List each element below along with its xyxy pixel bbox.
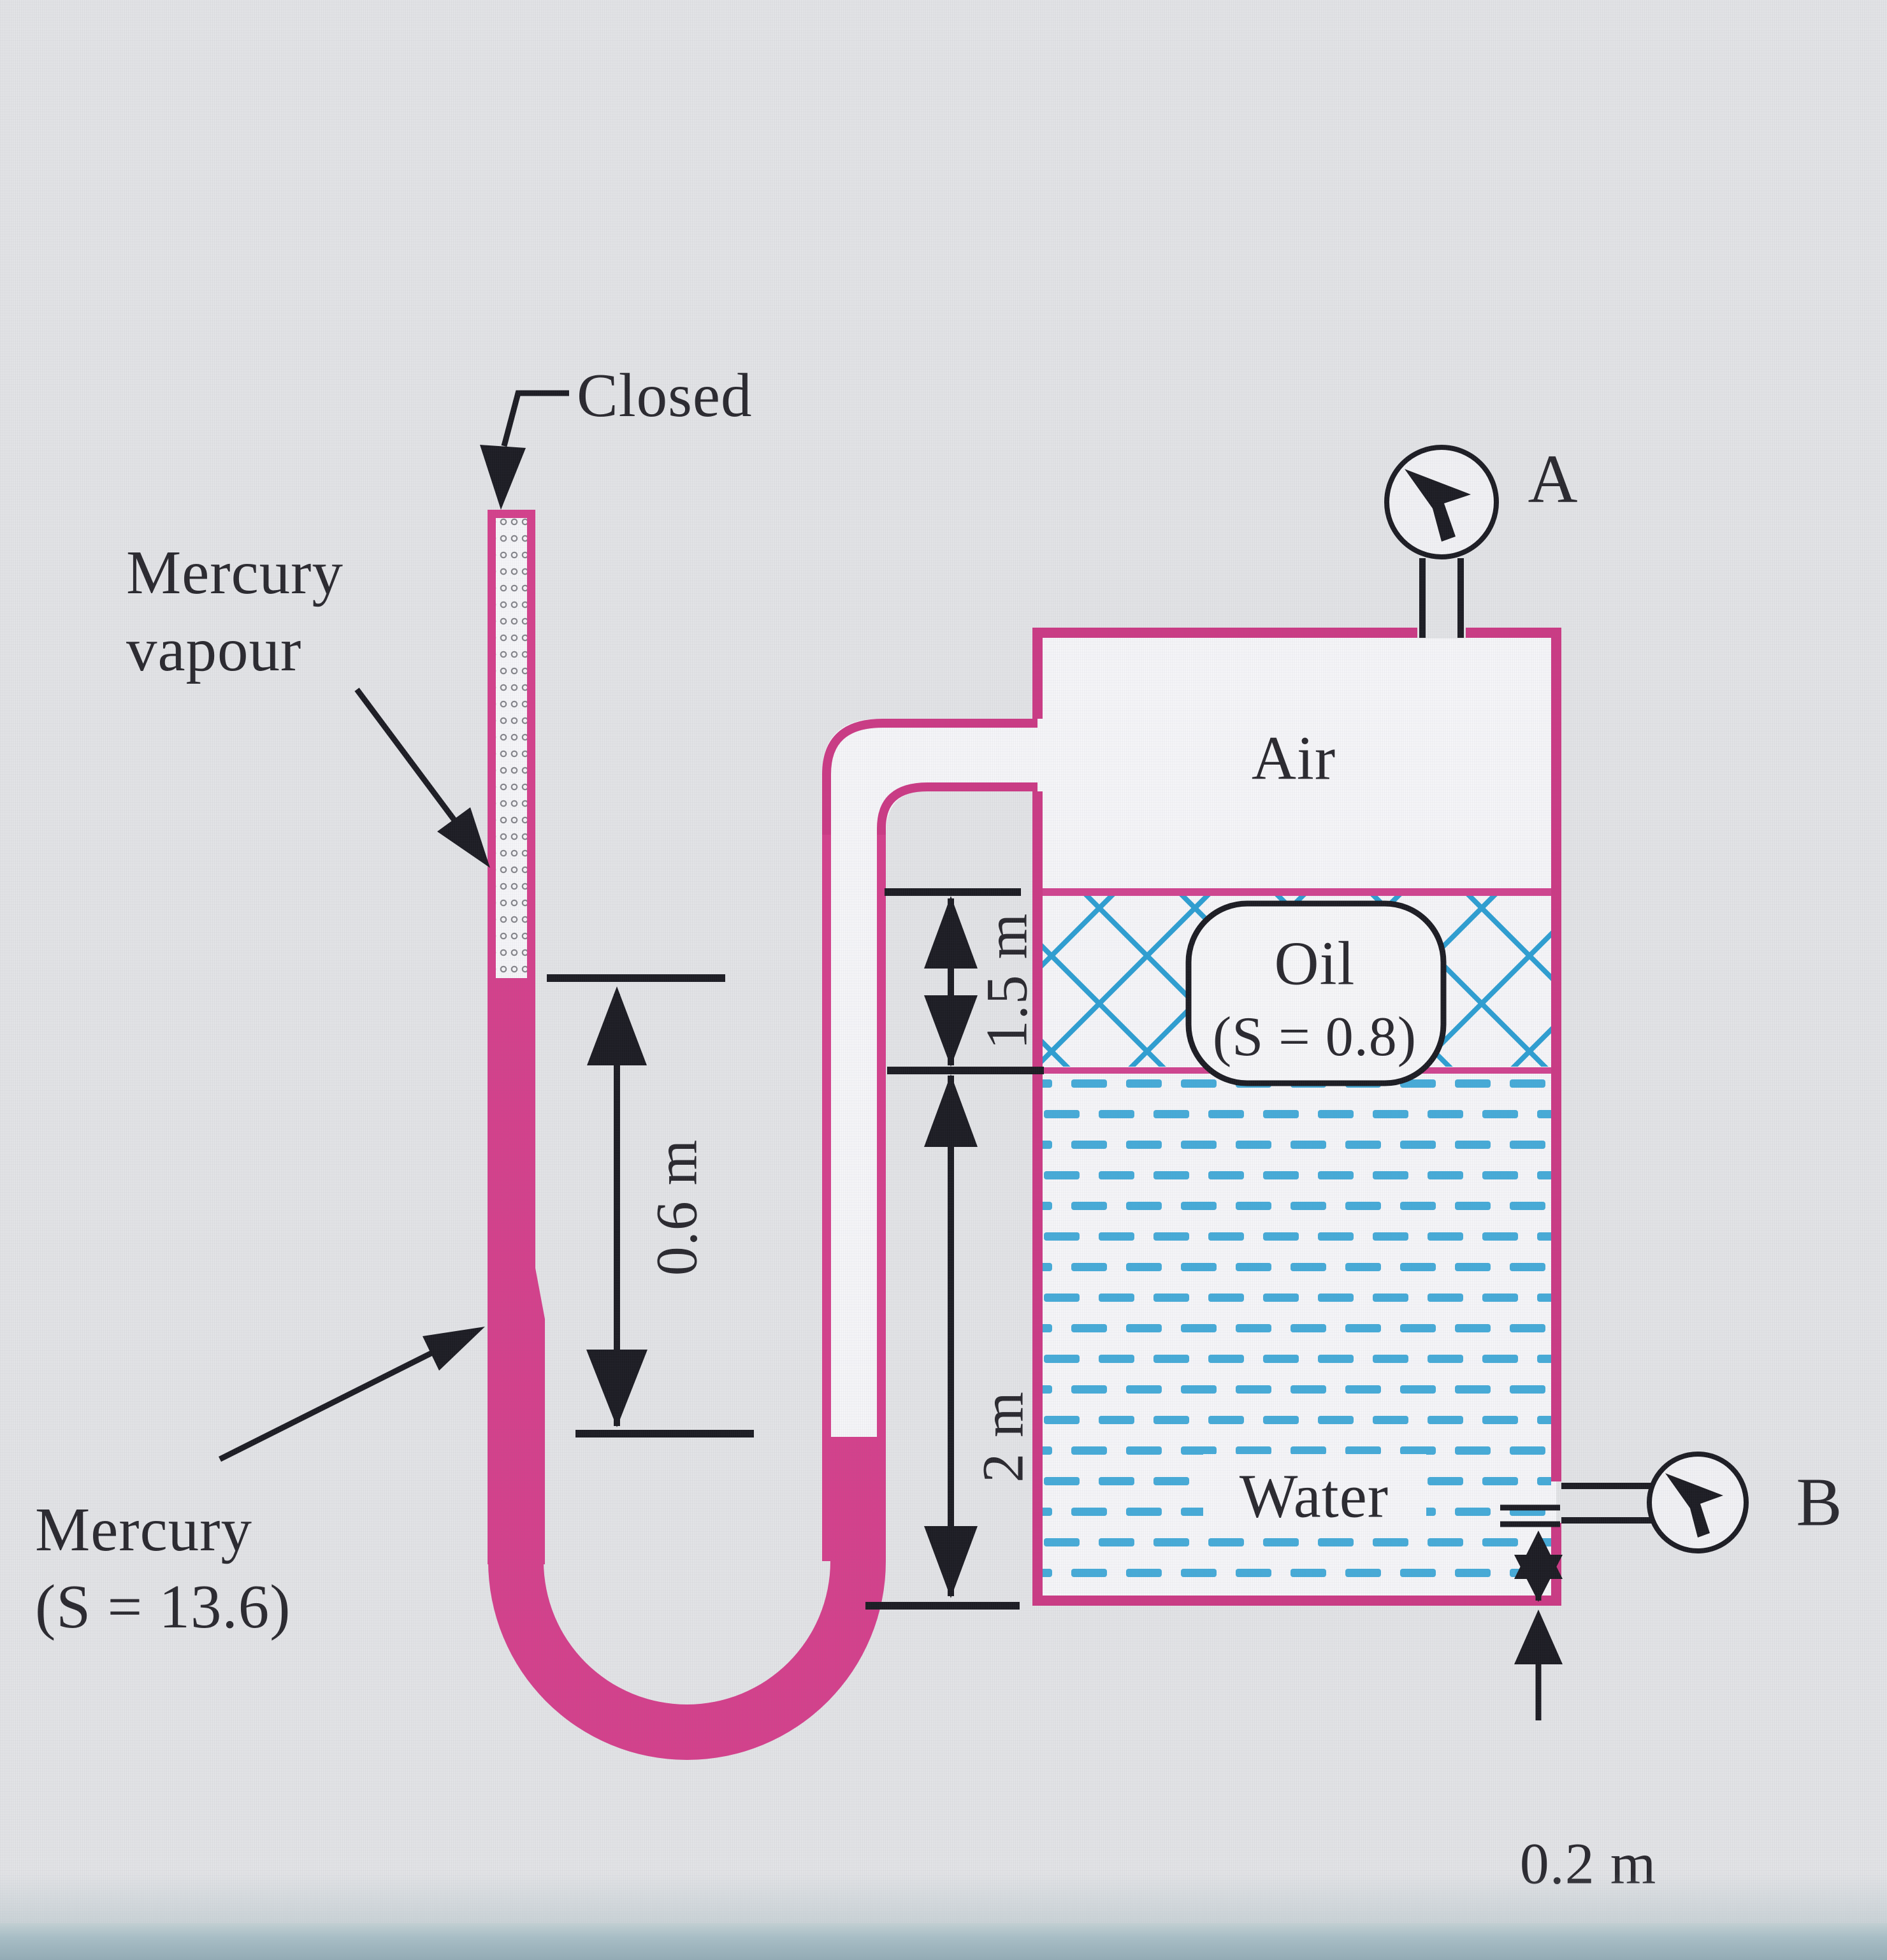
closed-leader-arrow [480,390,569,510]
dim-0-6m-label: 0.6 m [644,1139,709,1276]
dimension-2m [865,1074,1020,1610]
gauge-b-needle-icon [1665,1473,1723,1538]
right-limb-empty-channel [831,835,877,1437]
u-bend-mercury [488,1561,886,1760]
mercury-vapour-region [496,518,527,978]
connecting-tube-inner-wall [877,782,1037,838]
mercury-leader-arrow [218,1327,485,1462]
dimension-0-2m [1500,1504,1563,1720]
mercury-vapour-line1: Mercury [126,538,343,607]
connecting-tube [822,719,1043,838]
gauge-b-label: B [1796,1464,1843,1541]
closed-label: Closed [577,361,753,429]
water-label-halo [1203,1454,1426,1538]
bottom-fade [0,1873,1887,1924]
mercury-line2: (S = 13.6) [35,1573,291,1641]
gauge-a-needle-icon [1405,469,1471,542]
mercury-vapour-line2: vapour [126,616,302,684]
mercury-line1: Mercury [35,1495,252,1564]
u-tube-manometer [488,510,886,1760]
gauge-a [1384,445,1499,638]
mercury-label: Mercury (S = 13.6) [35,1491,291,1646]
bottom-desk-band [0,1923,1887,1960]
air-label: Air [1251,724,1336,793]
mercury-vapour-leader-arrow [354,688,490,868]
dim-0-2m-label: 0.2 m [1519,1831,1657,1896]
tank [1032,628,1561,1606]
closed-tube-lower [488,1268,545,1564]
connecting-tube-outer-wall [822,719,1037,838]
dimension-0-6m [547,974,754,1438]
oil-label: Oil [1274,929,1356,998]
connecting-tube-channel [822,719,1043,835]
mercury-vapour-label: Mercury vapour [126,534,343,689]
dim-1-5m-label: 1.5 m [974,912,1039,1050]
gauge-a-wall-gap [1417,627,1466,638]
dimension-1-5m [885,888,1044,1074]
oil-specific-gravity-label: (S = 0.8) [1212,1006,1417,1068]
water-label: Water [1239,1462,1389,1531]
gauge-a-label: A [1528,441,1579,517]
gauge-b [1561,1452,1749,1553]
dim-2m-label: 2 m [970,1391,1036,1483]
oil-label-capsule [1185,900,1447,1086]
